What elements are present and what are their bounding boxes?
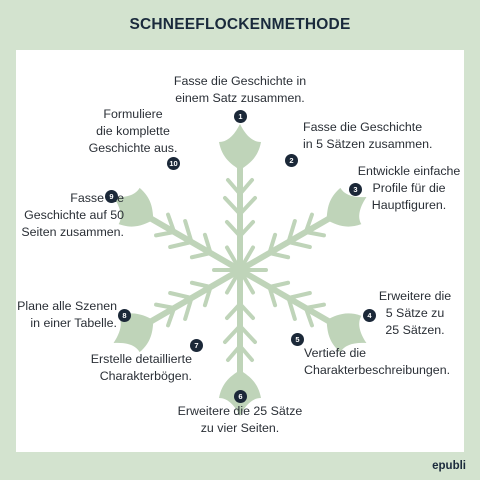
step-5-text: Vertiefe die Charakterbeschreibungen.: [304, 346, 451, 377]
step-3-text: Entwickle einfache Profile für die Haupt…: [357, 164, 461, 212]
step-4-badge: 4: [363, 309, 376, 322]
step-9-text: Fasse die Geschichte auf 50 Seiten zusam…: [21, 191, 124, 239]
step-1-text: Fasse die Geschichte in einem Satz zusam…: [173, 74, 307, 105]
step-10-badge: 10: [167, 157, 180, 170]
step-4-text: Erweitere die 5 Sätze zu 25 Sätzen.: [378, 289, 452, 337]
snowflake-arm: [219, 124, 261, 273]
step-8-badge: 8: [118, 309, 131, 322]
step-2-text: Fasse die Geschichte in 5 Sätzen zusamme…: [303, 120, 433, 151]
step-5-badge: 5: [291, 333, 304, 346]
step-6-text: Erweitere die 25 Sätze zu vier Seiten.: [177, 404, 303, 435]
step-7-text: Erstelle detaillierte Charakterbögen.: [90, 352, 192, 383]
step-8-text: Plane alle Szenen in einer Tabelle.: [17, 299, 117, 330]
step-7-badge: 7: [190, 339, 203, 352]
step-6-badge: 6: [234, 390, 247, 403]
step-2-badge: 2: [285, 154, 298, 167]
step-9-badge: 9: [105, 190, 118, 203]
page-title: SCHNEEFLOCKENMETHODE: [129, 16, 351, 33]
step-3-badge: 3: [349, 183, 362, 196]
step-10-text: Formuliere die komplette Geschichte aus.: [88, 107, 178, 155]
snowflake-center: [212, 245, 268, 295]
brand-logo: epubli: [432, 460, 466, 472]
step-1-badge: 1: [234, 110, 247, 123]
